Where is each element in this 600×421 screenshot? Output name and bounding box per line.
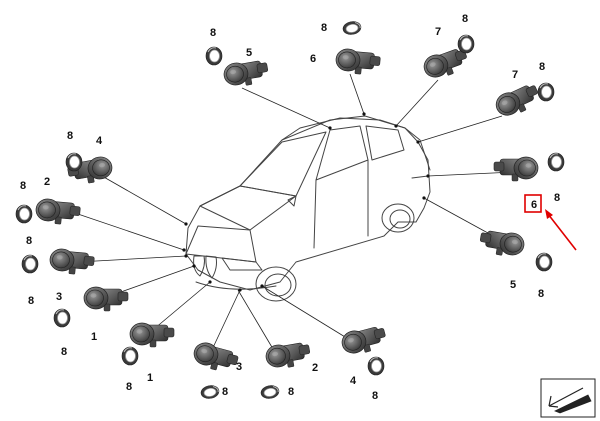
callout-label: 6 [531,199,537,211]
callout-label: 2 [44,176,50,188]
callout-label: 8 [67,130,73,142]
callout-label: 8 [26,235,32,247]
callout-label: 8 [288,386,294,398]
view-direction-icon [540,378,596,418]
callout-label: 8 [321,22,327,34]
seal-ring-icon [15,19,565,401]
attachment-dots [182,112,430,292]
callout-label: 6 [310,53,316,65]
callout-label: 1 [147,372,153,384]
leader-lines [71,73,515,355]
parking-sensor-icon [34,44,543,376]
callout-label: 8 [61,346,67,358]
callout-label: 8 [20,180,26,192]
callout-label: 8 [28,295,34,307]
callout-label: 8 [538,288,544,300]
pointer-arrow-icon [545,209,577,251]
callout-label: 3 [56,291,62,303]
highlight-box [524,194,542,213]
callout-label: 5 [246,47,252,59]
callout-numbers: 8 5 8 6 8 7 7 8 8 4 8 2 8 3 1 8 8 1 3 8 … [20,13,560,402]
callout-label: 8 [539,61,545,73]
callout-label: 8 [222,386,228,398]
callout-label: 8 [554,192,560,204]
callout-label: 1 [91,331,97,343]
vehicle-outline [185,115,431,302]
callout-label: 7 [512,69,518,81]
callout-label: 8 [372,390,378,402]
callout-label: 2 [312,362,318,374]
callout-label: 8 [126,381,132,393]
callout-label: 3 [236,361,242,373]
callout-label: 4 [350,375,357,387]
callout-label: 7 [435,26,441,38]
callout-label: 8 [210,27,216,39]
callout-label: 8 [462,13,468,25]
callout-label: 5 [510,279,516,291]
callout-label: 4 [96,135,103,147]
